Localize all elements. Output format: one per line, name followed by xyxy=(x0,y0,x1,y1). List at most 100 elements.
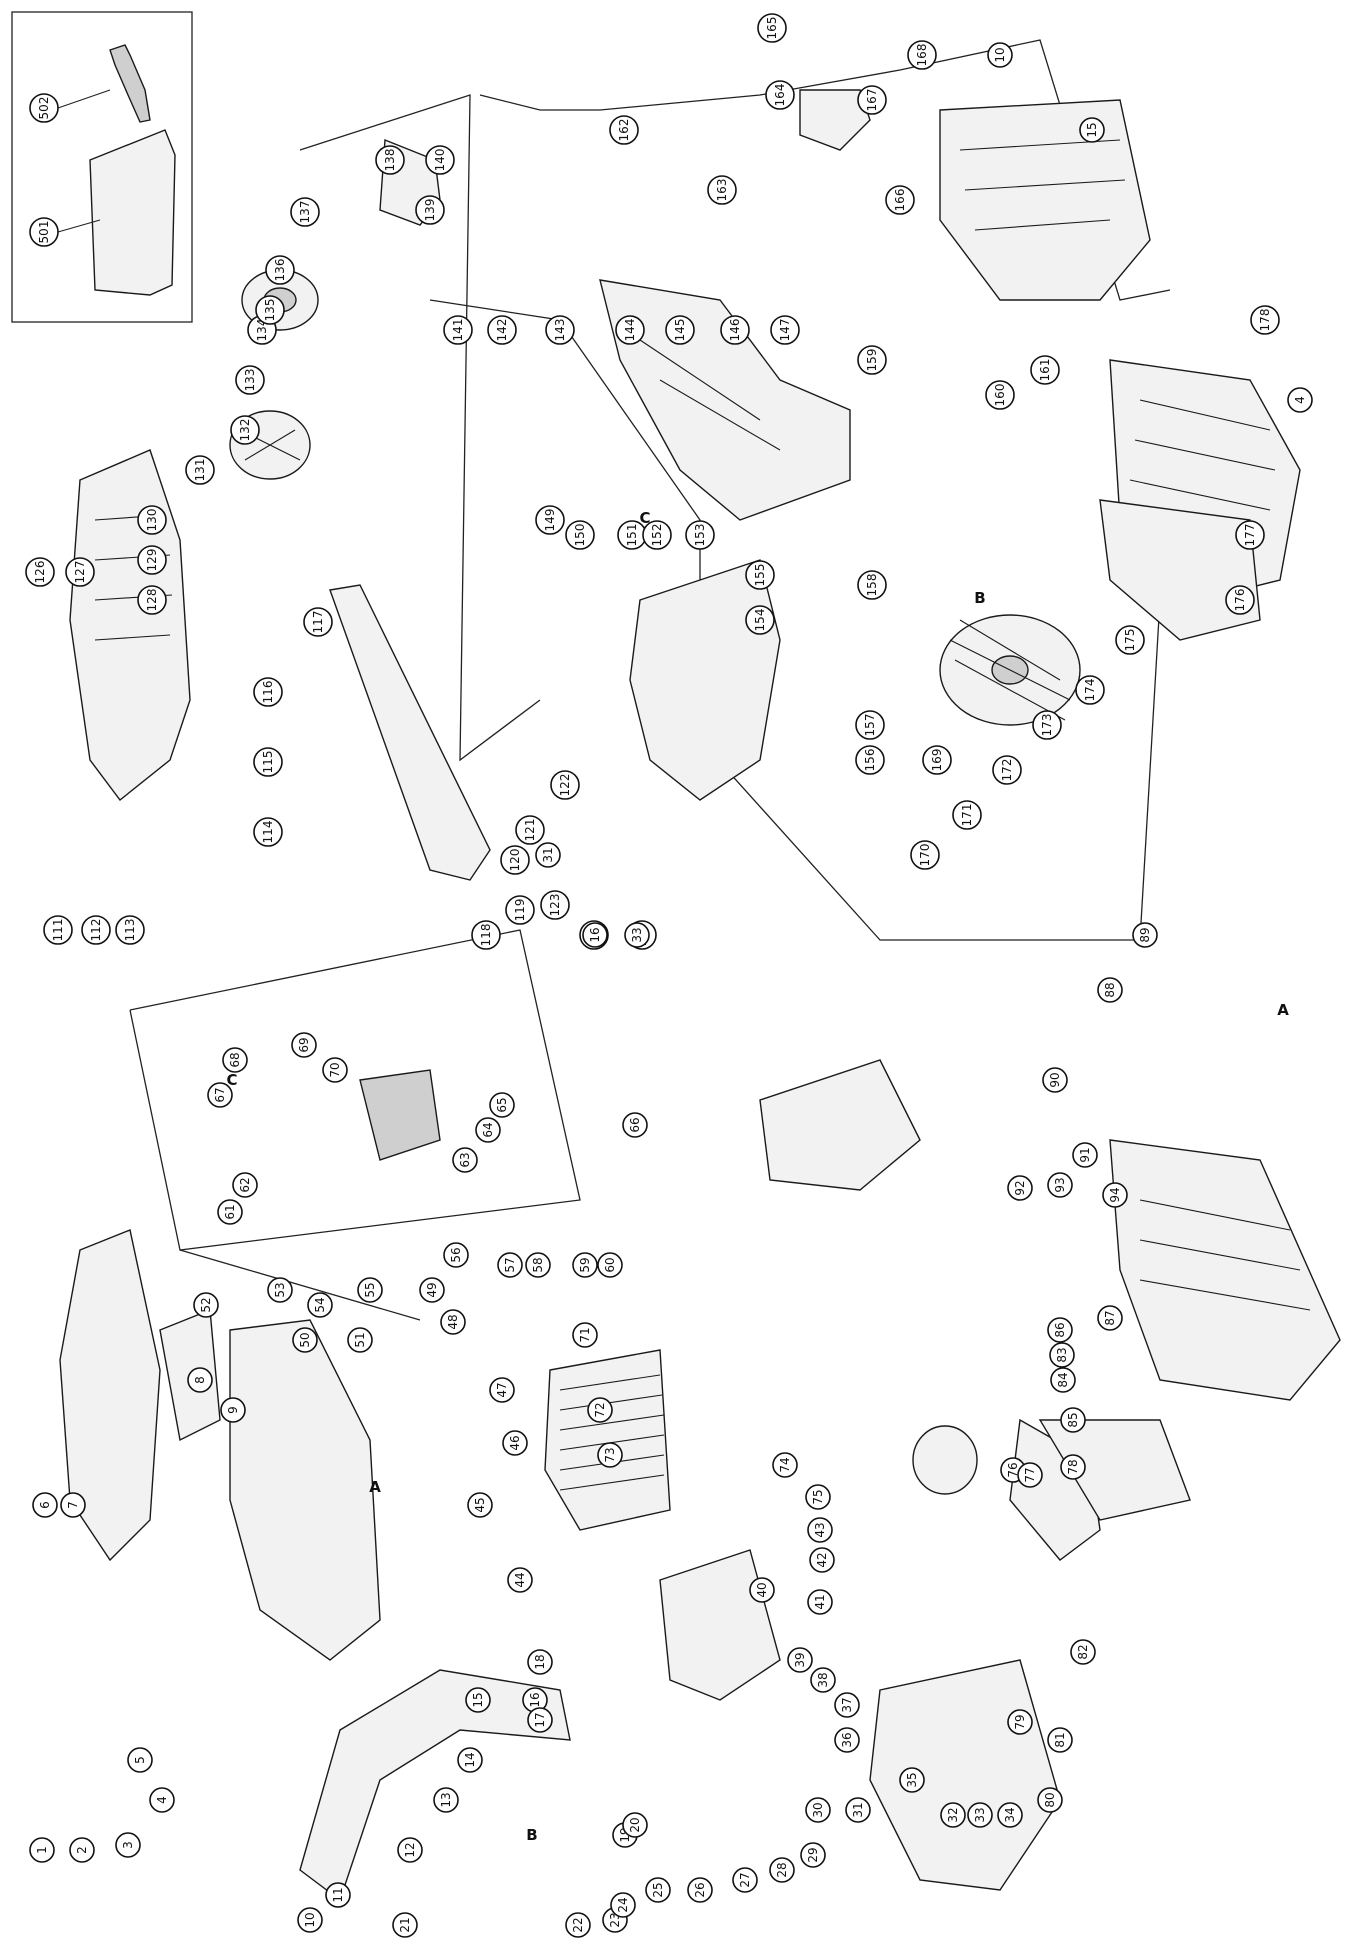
ref-letter-b2: B xyxy=(974,589,985,607)
callout-number: 136 xyxy=(273,259,287,282)
callout-number: 66 xyxy=(628,1117,642,1132)
callout-number: 74 xyxy=(778,1457,792,1472)
callout-33: 33 xyxy=(624,922,650,948)
callout-number: 22 xyxy=(571,1917,585,1932)
callout-circle xyxy=(545,315,575,345)
callout-number: 89 xyxy=(1138,927,1152,942)
callout-circle xyxy=(622,1812,648,1838)
callout-circle xyxy=(687,1877,713,1903)
callout-number: 17 xyxy=(533,1712,547,1727)
callout-164: 164 xyxy=(765,80,795,110)
callout-12: 12 xyxy=(397,1837,423,1863)
callout-number: 54 xyxy=(313,1297,327,1312)
callout-number: 9 xyxy=(226,1406,240,1414)
callout-number: 170 xyxy=(918,844,932,867)
callout-168: 168 xyxy=(907,40,937,70)
callout-number: 131 xyxy=(193,459,207,482)
callout-circle xyxy=(297,1907,323,1933)
callout-circle xyxy=(29,217,59,247)
callout-number: 75 xyxy=(811,1489,825,1504)
callout-number: 176 xyxy=(1233,589,1247,612)
callout-number: 15 xyxy=(1085,122,1099,137)
callout-circle xyxy=(322,1057,348,1083)
callout-163: 163 xyxy=(707,175,737,205)
callout-circle xyxy=(732,1867,758,1893)
callout-circle xyxy=(855,745,885,775)
callout-circle xyxy=(149,1787,175,1813)
callout-circle xyxy=(745,560,775,590)
callout-number: 67 xyxy=(213,1087,227,1102)
callout-number: 174 xyxy=(1083,679,1097,702)
callout-61: 61 xyxy=(217,1199,243,1225)
callout-number: 35 xyxy=(905,1772,919,1787)
callout-177: 177 xyxy=(1235,520,1265,550)
callout-number: 132 xyxy=(238,419,252,442)
callout-circle xyxy=(465,1687,491,1713)
callout-number: 123 xyxy=(548,894,562,917)
callout-number: 31 xyxy=(541,847,555,862)
callout-circle xyxy=(745,605,775,635)
callout-number: 155 xyxy=(753,564,767,587)
callout-160: 160 xyxy=(985,380,1015,410)
callout-152: 152 xyxy=(642,520,672,550)
front-handle-part xyxy=(299,1669,571,1902)
callout-1: 1 xyxy=(29,1837,55,1863)
callout-135: 135 xyxy=(255,295,285,325)
callout-5: 5 xyxy=(127,1747,153,1773)
callout-circle xyxy=(1097,1305,1123,1331)
callout-circle xyxy=(375,145,405,175)
callout-circle xyxy=(597,1442,623,1468)
callout-number: 143 xyxy=(553,319,567,342)
callout-circle xyxy=(255,295,285,325)
callout-number: 126 xyxy=(33,561,47,584)
callout-155: 155 xyxy=(745,560,775,590)
callout-circle xyxy=(1235,520,1265,550)
callout-circle xyxy=(235,365,265,395)
callout-number: 11 xyxy=(331,1887,345,1902)
callout-circle xyxy=(770,315,800,345)
callout-circle xyxy=(489,1377,515,1403)
callout-circle xyxy=(25,557,55,587)
callout-171: 171 xyxy=(952,800,982,830)
callout-number: 164 xyxy=(773,84,787,107)
callout-circle xyxy=(220,1397,246,1423)
callout-number: 29 xyxy=(806,1847,820,1862)
callout-circle xyxy=(267,1277,293,1303)
callout-number: 76 xyxy=(1006,1462,1020,1477)
callout-17: 17 xyxy=(527,1707,553,1733)
callout-129: 129 xyxy=(137,545,167,575)
callout-number: 93 xyxy=(1053,1177,1067,1192)
callout-number: 129 xyxy=(145,549,159,572)
callout-29: 29 xyxy=(800,1842,826,1868)
callout-62: 62 xyxy=(232,1172,258,1198)
callout-circle xyxy=(207,1082,233,1108)
callout-137: 137 xyxy=(290,197,320,227)
callout-circle xyxy=(624,922,650,948)
callout-16: 16 xyxy=(522,1687,548,1713)
callout-circle xyxy=(357,1277,383,1303)
callout-59: 59 xyxy=(572,1252,598,1278)
callout-114: 114 xyxy=(253,817,283,847)
callout-number: 169 xyxy=(930,749,944,772)
callout-11: 11 xyxy=(325,1882,351,1908)
callout-circle xyxy=(940,1802,966,1828)
callout-number: 163 xyxy=(715,179,729,202)
callout-number: 84 xyxy=(1056,1372,1070,1387)
callout-circle xyxy=(857,345,887,375)
rear-handle-part xyxy=(599,279,851,521)
callout-number: 55 xyxy=(363,1282,377,1297)
callout-38: 38 xyxy=(810,1667,836,1693)
callout-circle xyxy=(1037,1787,1063,1813)
callout-number: 153 xyxy=(693,524,707,547)
callout-18: 18 xyxy=(527,1649,553,1675)
callout-circle xyxy=(489,1092,515,1118)
callout-number: 82 xyxy=(1076,1644,1090,1659)
callout-circle xyxy=(1070,1639,1096,1665)
callout-75: 75 xyxy=(805,1484,831,1510)
callout-circle xyxy=(425,145,455,175)
callout-number: 37 xyxy=(840,1697,854,1712)
callout-circle xyxy=(685,520,715,550)
callout-circle xyxy=(1049,1342,1075,1368)
callout-number: 162 xyxy=(617,119,631,142)
callout-circle xyxy=(855,710,885,740)
